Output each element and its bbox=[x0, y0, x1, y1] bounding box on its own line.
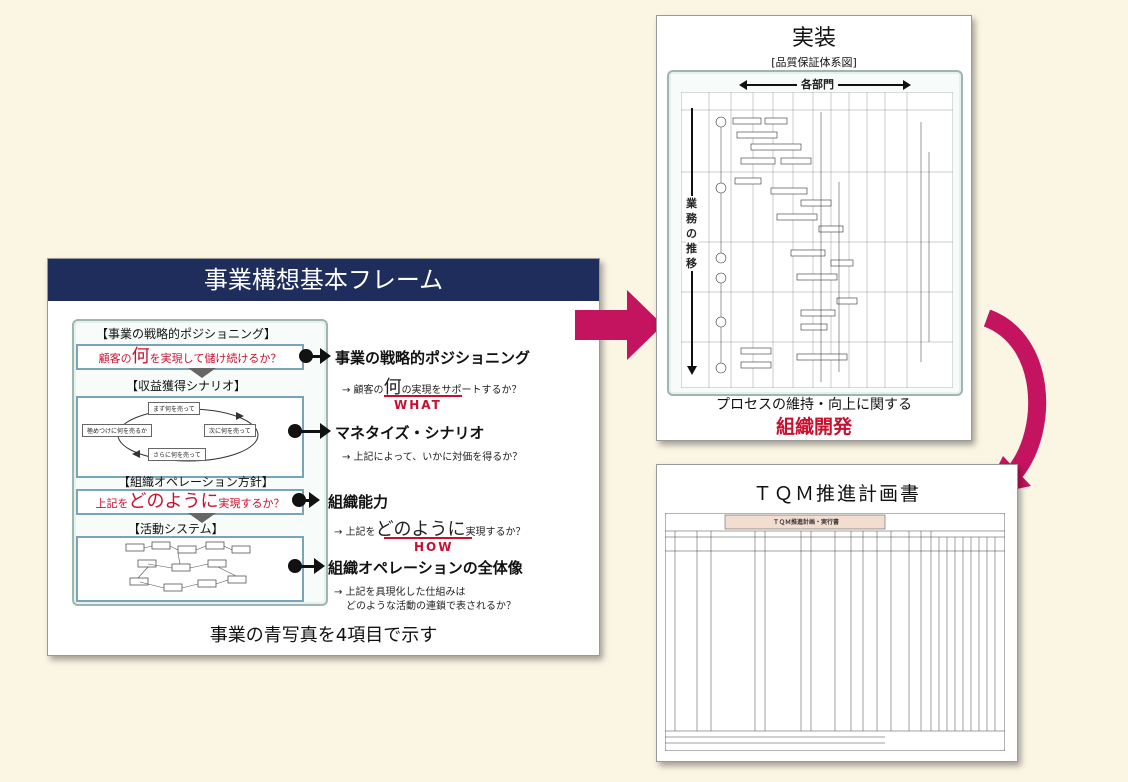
item1-sub-emph: 何 bbox=[383, 377, 402, 398]
right-arrow-icon bbox=[575, 290, 663, 360]
section2-heading: 【収益獲得シナリオ】 bbox=[126, 379, 247, 393]
cycle-top: まず何を売って bbox=[148, 402, 200, 415]
how-underline bbox=[384, 537, 472, 539]
tqm-form-title: ＴＱＭ推進計画・実行書 bbox=[773, 519, 840, 526]
item3-sub-emph: どのように bbox=[375, 519, 466, 540]
what-underline bbox=[384, 395, 462, 397]
item1-title: 事業の戦略的ポジショニング bbox=[335, 349, 531, 367]
cycle-right: 次に何を売って bbox=[204, 424, 256, 437]
arrowhead-icon bbox=[320, 423, 331, 439]
item4-sub-line1: → 上記を具現化した仕組みは bbox=[334, 587, 466, 598]
framework-footer: 事業の青写真を4項目で示す bbox=[209, 625, 438, 646]
how-keyword: HOW bbox=[414, 540, 454, 554]
impl-axis-v-label: 業務の推移 bbox=[686, 196, 698, 271]
item1-sub-pre: → 顧客の bbox=[342, 385, 384, 396]
quality-assurance-chart bbox=[681, 92, 953, 388]
activity-system-diagram bbox=[76, 536, 304, 602]
item2-sub: → 上記によって、いかに対価を得るか？ bbox=[342, 452, 523, 463]
section3-box-pre: 上記を bbox=[95, 497, 129, 510]
item4-title: 組織オペレーションの全体像 bbox=[328, 559, 523, 577]
arrow-left-icon bbox=[739, 80, 747, 90]
tqm-doc: ＴＱＭ推進計画書 ＴＱＭ推進計画・実行書 bbox=[656, 464, 1018, 762]
connector-line bbox=[310, 355, 322, 358]
section4-heading: 【活動システム】 bbox=[128, 522, 224, 536]
what-keyword: WHAT bbox=[394, 398, 442, 412]
impl-caption-emph: 組織開発 bbox=[775, 416, 852, 438]
item3-sub: → 上記をどのように実現するか？ bbox=[334, 515, 526, 541]
item3-sub-pre: → 上記を bbox=[334, 527, 376, 538]
framework-title: 事業構想基本フレーム bbox=[48, 259, 599, 301]
connector-line bbox=[299, 565, 316, 568]
cycle-left: 極めつけに何を売るか bbox=[82, 424, 153, 437]
arrowhead-icon bbox=[320, 348, 331, 364]
bullet-icon bbox=[299, 349, 313, 363]
item1-sub-post: の実現をサポートするか？ bbox=[401, 385, 522, 396]
tqm-title: ＴＱＭ推進計画書 bbox=[752, 483, 921, 505]
item2-title: マネタイズ・シナリオ bbox=[335, 424, 485, 442]
section1-heading: 【事業の戦略的ポジショニング】 bbox=[96, 327, 277, 341]
down-arrow-icon bbox=[188, 513, 216, 523]
item1-sub: → 顧客の何の実現をサポートするか？ bbox=[342, 373, 522, 399]
cycle-bottom: さらに何を売って bbox=[148, 448, 206, 461]
connector-line bbox=[299, 430, 322, 433]
framework-slide: 事業構想基本フレーム 【事業の戦略的ポジショニング】 顧客の何を実現して儲け続け… bbox=[47, 258, 600, 656]
tqm-form-table bbox=[665, 513, 1005, 751]
section1-box: 顧客の何を実現して儲け続けるか？ bbox=[76, 344, 304, 370]
impl-caption: プロセスの維持・向上に関する bbox=[716, 397, 912, 413]
impl-axis-h-label: 各部門 bbox=[797, 76, 838, 92]
connector-line bbox=[303, 499, 311, 502]
section3-box-emph: どのように bbox=[128, 491, 219, 512]
arrowhead-icon bbox=[309, 492, 320, 508]
implementation-doc: 実装 [品質保証体系図] 各部門 bbox=[656, 15, 972, 441]
item3-title: 組織能力 bbox=[328, 493, 389, 511]
bullet-icon bbox=[288, 559, 302, 573]
item4-sub-line2: どのような活動の連鎖で表されるか？ bbox=[346, 601, 516, 612]
section3-box: 上記をどのように実現するか？ bbox=[76, 489, 304, 515]
impl-title: 実装 bbox=[791, 26, 836, 51]
arrowhead-icon bbox=[314, 558, 325, 574]
section3-box-post: 実現するか？ bbox=[218, 497, 285, 510]
impl-subtitle: [品質保証体系図] bbox=[771, 56, 857, 69]
bullet-icon bbox=[288, 424, 302, 438]
arrow-down-icon bbox=[687, 366, 697, 375]
arrow-right-icon bbox=[903, 80, 911, 90]
section1-box-pre: 顧客の bbox=[98, 352, 132, 365]
section3-heading: 【組織オペレーション方針】 bbox=[118, 475, 274, 489]
section1-box-emph: 何 bbox=[131, 346, 150, 367]
down-arrow-icon bbox=[188, 368, 216, 378]
item3-sub-post: 実現するか？ bbox=[465, 527, 526, 538]
bullet-icon bbox=[292, 493, 306, 507]
section1-box-post: を実現して儲け続けるか？ bbox=[149, 352, 282, 365]
